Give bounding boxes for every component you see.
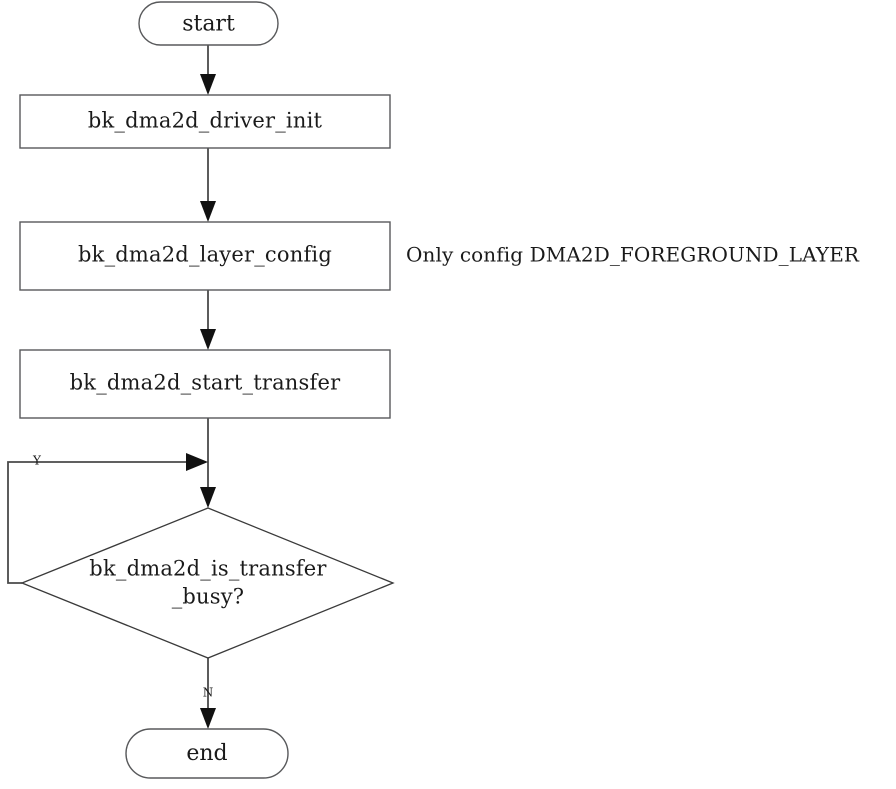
edge-layer-config-to-start-transfer (200, 290, 216, 350)
node-start[interactable]: start (138, 1, 279, 46)
node-is-transfer-busy-label-line1: bk_dma2d_is_transfer (89, 557, 327, 581)
node-is-transfer-busy-label-line2: _busy? (172, 585, 245, 609)
node-start-transfer-label: bk_dma2d_start_transfer (70, 371, 341, 395)
edge-start-to-driver-init (200, 45, 216, 95)
node-end[interactable]: end (125, 728, 289, 779)
edge-decision-no-to-end (200, 658, 216, 729)
node-start-label: start (182, 12, 235, 37)
annotation-layer-config-note: Only config DMA2D_FOREGROUND_LAYER (406, 243, 860, 267)
node-layer-config-label: bk_dma2d_layer_config (78, 243, 332, 267)
edge-label-no: N (203, 686, 214, 700)
node-layer-config[interactable]: bk_dma2d_layer_config (19, 221, 391, 291)
node-end-label: end (186, 741, 227, 766)
node-is-transfer-busy[interactable]: bk_dma2d_is_transfer _busy? (20, 507, 395, 659)
edge-decision-yes-loopback (7, 453, 208, 584)
edge-start-transfer-to-decision (200, 418, 216, 508)
node-driver-init-label: bk_dma2d_driver_init (88, 109, 323, 133)
node-driver-init[interactable]: bk_dma2d_driver_init (19, 94, 391, 149)
edge-driver-init-to-layer-config (200, 148, 216, 222)
edge-label-yes: Y (32, 454, 42, 468)
node-start-transfer[interactable]: bk_dma2d_start_transfer (19, 349, 391, 419)
